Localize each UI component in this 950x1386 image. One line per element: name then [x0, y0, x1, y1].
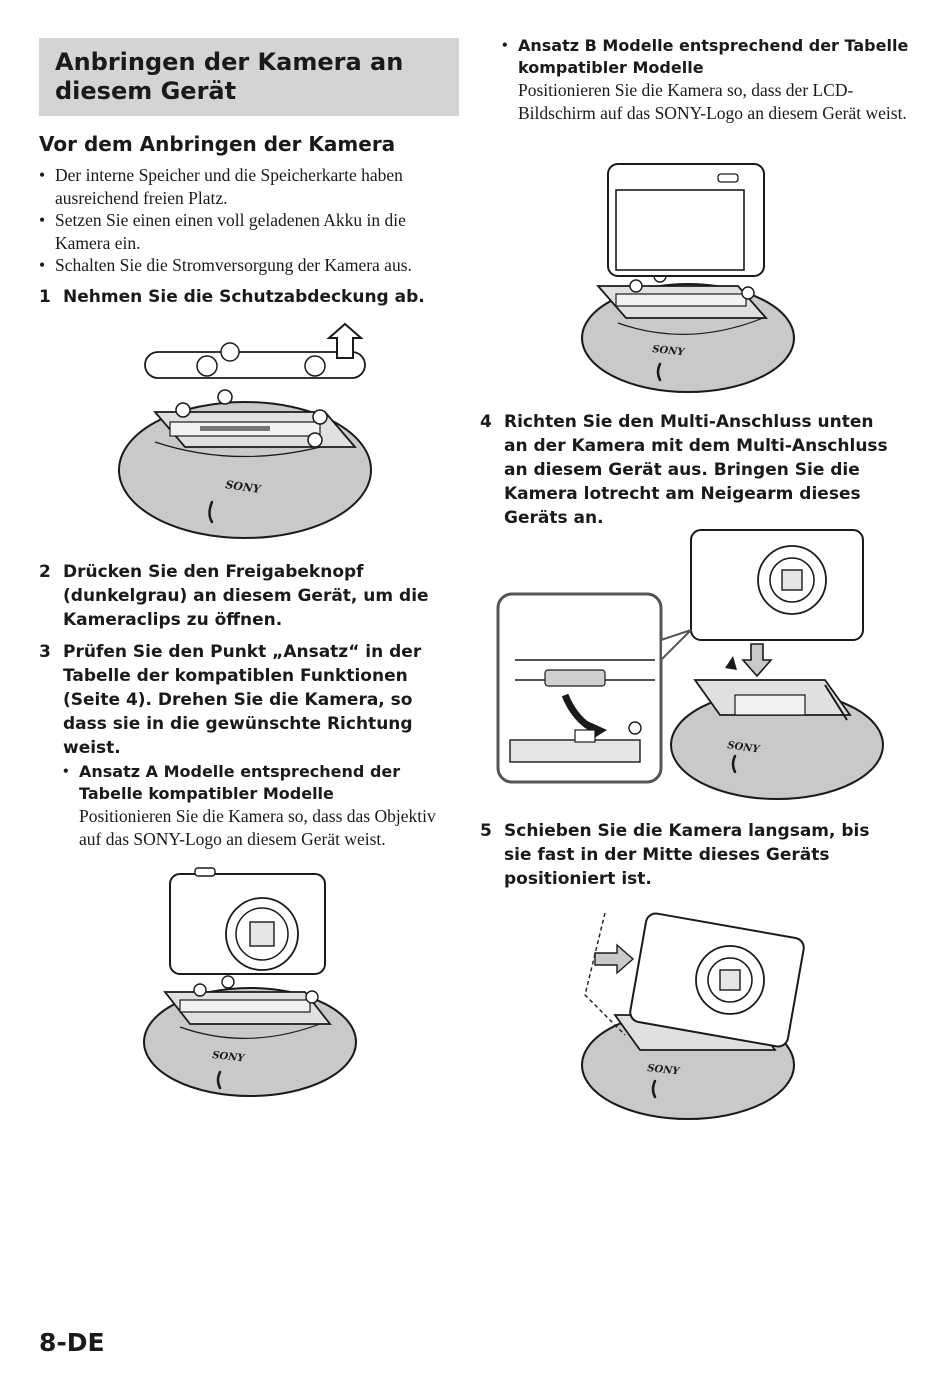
slide-camera-illustration: SONY	[581, 912, 805, 1120]
section-header-box: Anbringen der Kamera an diesem Gerät	[39, 38, 459, 116]
prep-bullet-list: Der interne Speicher und die Speicherkar…	[39, 164, 459, 277]
align-connector-illustration: SONY	[496, 529, 884, 800]
step-number: 1	[39, 286, 51, 307]
sony-logo: SONY	[652, 344, 686, 358]
cover-removal-illustration: SONY	[118, 322, 372, 539]
ansatz-a-body: Positionieren Sie die Kamera so, dass da…	[79, 806, 436, 849]
step-4-block: 4 Richten Sie den Multi-Anschluss unten …	[480, 410, 900, 530]
step-5-block: 5 Schieben Sie die Kamera langsam, bis s…	[480, 819, 900, 891]
figure-ansatz-b: SONY	[578, 158, 800, 394]
figure-ansatz-a: SONY	[140, 862, 362, 1098]
step-text: Richten Sie den Multi-Anschluss unten an…	[504, 412, 888, 528]
step-text: Prüfen Sie den Punkt „Ansatz“ in der Tab…	[63, 642, 422, 758]
step-number: 2	[39, 562, 51, 582]
step-3: 3 Prüfen Sie den Punkt „Ansatz“ in der T…	[39, 640, 459, 850]
prep-bullet: Der interne Speicher und die Speicherkar…	[39, 164, 459, 209]
figure-remove-cover: SONY	[115, 322, 375, 542]
step-text: Schieben Sie die Kamera langsam, bis sie…	[504, 821, 870, 889]
prep-bullet: Schalten Sie die Stromversorgung der Kam…	[39, 254, 459, 277]
left-column-lower: 2 Drücken Sie den Freigabeknopf (dunkelg…	[39, 560, 459, 850]
step-5: 5 Schieben Sie die Kamera langsam, bis s…	[480, 819, 900, 891]
figure-slide-camera: SONY	[575, 905, 805, 1125]
step-2: 2 Drücken Sie den Freigabeknopf (dunkelg…	[39, 560, 459, 632]
ansatz-b-body: Positionieren Sie die Kamera so, dass de…	[518, 80, 907, 123]
ansatz-b-title: Ansatz B Modelle entsprechend der Tabell…	[518, 36, 909, 77]
step-text: Nehmen Sie die Schutzabdeckung ab.	[63, 286, 425, 307]
subsection-title: Vor dem Anbringen der Kamera	[39, 132, 396, 156]
ansatz-b-illustration: SONY	[581, 163, 795, 393]
step-1: 1 Nehmen Sie die Schutzabdeckung ab.	[39, 285, 459, 309]
right-column: • Ansatz B Modelle entsprechend der Tabe…	[480, 34, 910, 124]
sony-logo: SONY	[647, 1063, 681, 1077]
ansatz-a-item: • Ansatz A Modelle entsprechend der Tabe…	[63, 761, 459, 850]
prep-bullet: Setzen Sie einen einen voll geladenen Ak…	[39, 209, 459, 254]
page-number: 8-DE	[39, 1328, 105, 1357]
step-4: 4 Richten Sie den Multi-Anschluss unten …	[480, 410, 900, 530]
step-text: Drücken Sie den Freigabeknopf (dunkelgra…	[63, 562, 429, 630]
step-number: 4	[480, 412, 492, 432]
ansatz-b-item: • Ansatz B Modelle entsprechend der Tabe…	[502, 36, 909, 123]
figure-align-connector: SONY	[495, 520, 885, 800]
ansatz-a-title: Ansatz A Modelle entsprechend der Tabell…	[79, 762, 401, 803]
ansatz-a-illustration: SONY	[143, 867, 357, 1097]
left-column: Anbringen der Kamera an diesem Gerät Vor…	[39, 38, 459, 309]
sony-logo: SONY	[212, 1050, 246, 1064]
sony-logo: SONY	[727, 740, 761, 755]
section-title: Anbringen der Kamera an diesem Gerät	[55, 48, 404, 105]
step-number: 3	[39, 642, 51, 662]
sony-logo: SONY	[225, 478, 263, 496]
step-number: 5	[480, 821, 492, 841]
